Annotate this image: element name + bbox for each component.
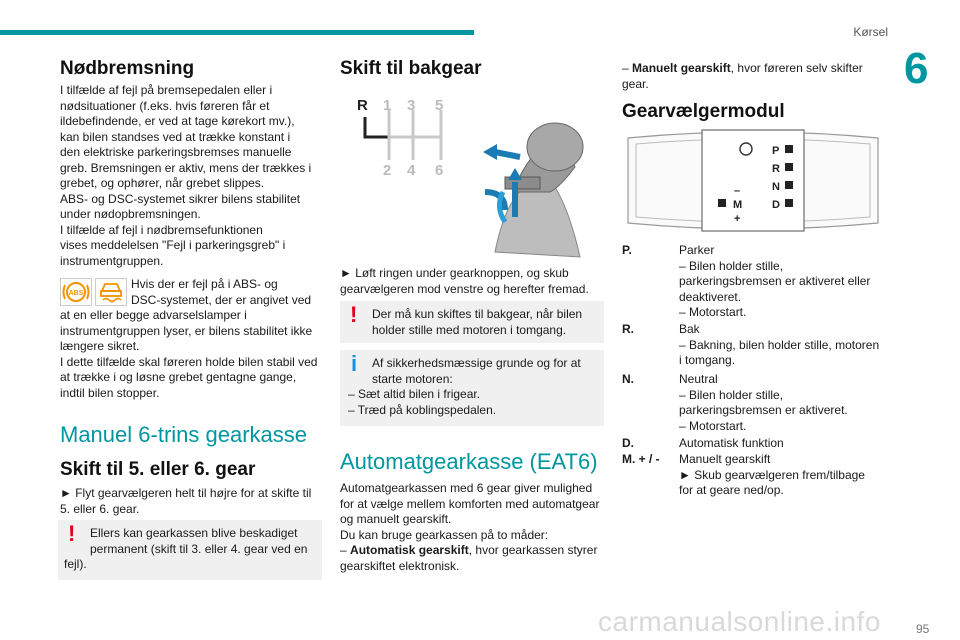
gear-label-6: 6 (435, 162, 443, 179)
heading-reverse: Skift til bakgear (340, 58, 482, 79)
stability-warning-icon (95, 278, 127, 306)
auto-text: Automatgearkassen med 6 gear giver mulig… (340, 481, 600, 573)
gear-label-4: 4 (407, 162, 416, 179)
gear-label-2: 2 (383, 162, 391, 179)
heading-selector-module: Gearvælgermodul (622, 101, 785, 122)
page-number: 95 (916, 622, 930, 636)
abs-text-continued: at en eller begge advarselslamper i inst… (60, 308, 318, 400)
heading-shift-5-6: Skift til 5. eller 6. gear (60, 459, 256, 480)
heading-automatic-gearbox: Automatgearkasse (EAT6) (340, 449, 598, 474)
module-label-r: R (772, 163, 780, 175)
abs-warning-icon: ABS (60, 278, 92, 306)
module-label-n: N (772, 181, 780, 193)
top-accent-bar (0, 30, 474, 35)
module-label-p: P (772, 145, 779, 157)
warning-box-2: ! Der må kun skiftes til bakgear, når bi… (340, 301, 604, 343)
gear-label-3: 3 (407, 97, 415, 114)
shift56-text: ► Flyt gearvælgeren helt til højre for a… (60, 486, 312, 516)
info-icon: i (351, 351, 358, 376)
heading-manual-gearbox: Manuel 6-trins gearkasse (60, 422, 308, 447)
gear-selector-module-illustration: P R N D – M + (622, 128, 884, 233)
module-label-m: M (733, 199, 742, 211)
module-label-d: D (772, 199, 780, 211)
warning-icon: ! (68, 521, 76, 546)
heading-emergency-braking: Nødbremsning (60, 58, 195, 79)
manual-mode-text: – Manuelt gearskift, hvor føreren selv s… (622, 61, 863, 91)
watermark-logo: carmanualsonline.info (598, 606, 881, 637)
gear-label-r: R (357, 97, 368, 114)
svg-text:ABS: ABS (69, 290, 84, 297)
gear-label-5: 5 (435, 97, 443, 114)
emergency-text: I tilfælde af fejl på bremsepedalen elle… (60, 83, 312, 268)
module-label-plus: + (734, 213, 740, 225)
gear-label-1: 1 (383, 97, 391, 114)
reverse-text: ► Løft ringen under gearknoppen, og skub… (340, 266, 589, 296)
gearshift-illustration: R 1 3 5 2 4 6 (355, 92, 585, 262)
warning-box-1: ! Ellers kan gearkassen blive beskadiget… (58, 520, 322, 580)
section-title: Kørsel (853, 25, 888, 39)
module-label-minus: – (734, 185, 740, 197)
abs-text-short: Hvis der er fejl på i ABS- og DSC-system… (131, 277, 312, 307)
warning-icon: ! (350, 302, 358, 327)
info-box: i Af sikkerhedsmæssige grunde og for at … (340, 350, 604, 426)
chapter-number: 6 (904, 44, 929, 93)
